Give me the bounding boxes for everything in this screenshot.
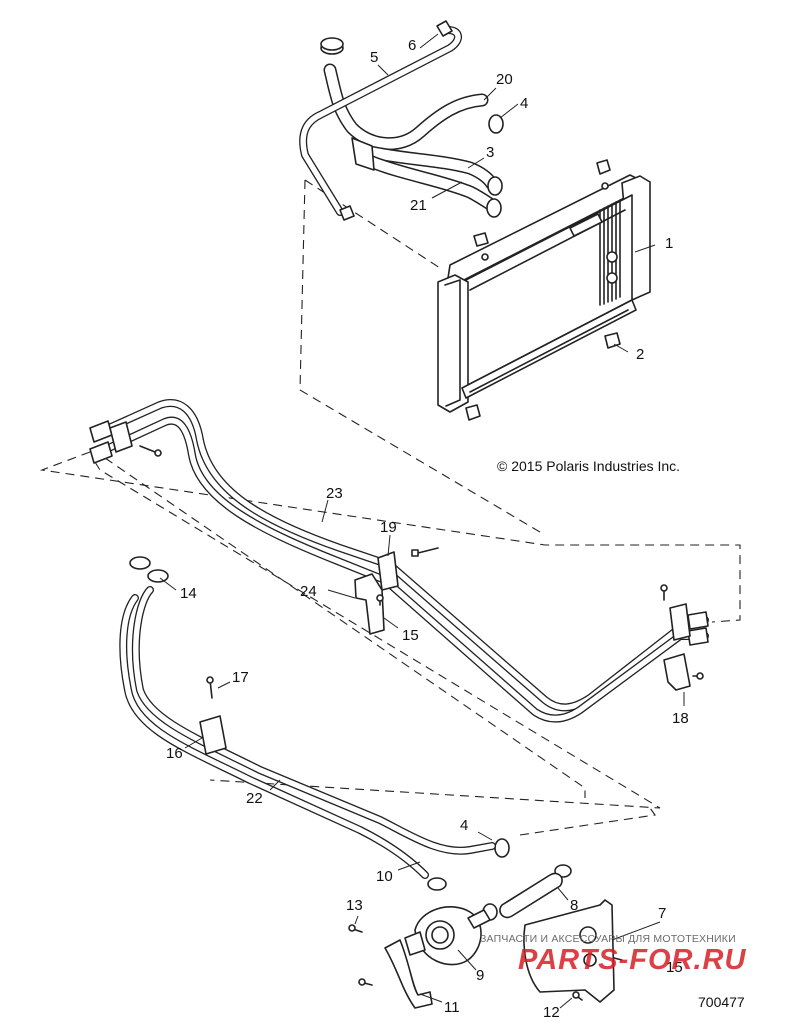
callout-leaders [159, 33, 685, 1009]
callout-21: 21 [410, 197, 427, 214]
callout-9: 9 [476, 967, 484, 984]
callout-13: 13 [346, 897, 363, 914]
document-number: 700477 [698, 994, 745, 1010]
radiator-outlet [606, 251, 618, 263]
callout-10: 10 [376, 868, 393, 885]
callout-18: 18 [672, 710, 689, 727]
callout-1: 1 [665, 235, 673, 252]
callout-14: 14 [180, 585, 197, 602]
callout-23: 23 [326, 485, 343, 502]
callout-labels: 1 2 3 4 4 5 6 7 8 9 10 11 12 13 14 15 15… [166, 37, 689, 1021]
coolant-lines-22 [119, 586, 496, 879]
mount-stud [481, 253, 489, 261]
callout-8: 8 [570, 897, 578, 914]
line-clamp-icon [109, 421, 691, 755]
radiator [437, 159, 651, 421]
callout-12: 12 [543, 1004, 560, 1021]
callout-3: 3 [486, 144, 494, 161]
grommet-icon [465, 159, 621, 421]
callout-2: 2 [636, 346, 644, 363]
callout-22: 22 [246, 790, 263, 807]
callout-16: 16 [166, 745, 183, 762]
watermark-logo: PARTS-FOR.RU [518, 944, 747, 976]
mount-plate [523, 899, 615, 1003]
radiator-outlet [606, 272, 618, 284]
water-pump [414, 906, 491, 966]
callout-20: 20 [496, 71, 513, 88]
fitting [339, 205, 355, 221]
callout-6: 6 [408, 37, 416, 54]
copyright-notice: © 2015 Polaris Industries Inc. [497, 458, 681, 474]
callout-4: 4 [520, 95, 528, 112]
bolt-icon [139, 445, 704, 1001]
watermark-tagline: ЗАПЧАСТИ И АКСЕССУАРЫ ДЛЯ МОТОТЕХНИКИ [480, 933, 736, 945]
callout-11: 11 [444, 999, 460, 1016]
hose-clamp-icon [129, 37, 572, 921]
hose-8 [499, 872, 563, 919]
callout-4: 4 [460, 817, 468, 834]
coolant-lines-23 [89, 399, 709, 723]
callout-24: 24 [300, 583, 317, 600]
fitting [436, 20, 453, 37]
callout-15: 15 [402, 627, 419, 644]
assembly-guide-lines [39, 179, 741, 836]
mount-stud [601, 182, 609, 190]
callout-7: 7 [658, 905, 666, 922]
callout-19: 19 [380, 519, 397, 536]
callout-15: 15 [666, 959, 683, 976]
bracket-icon [354, 573, 691, 691]
callout-5: 5 [370, 49, 378, 66]
upper-hoses [299, 20, 499, 221]
callout-17: 17 [232, 669, 249, 686]
